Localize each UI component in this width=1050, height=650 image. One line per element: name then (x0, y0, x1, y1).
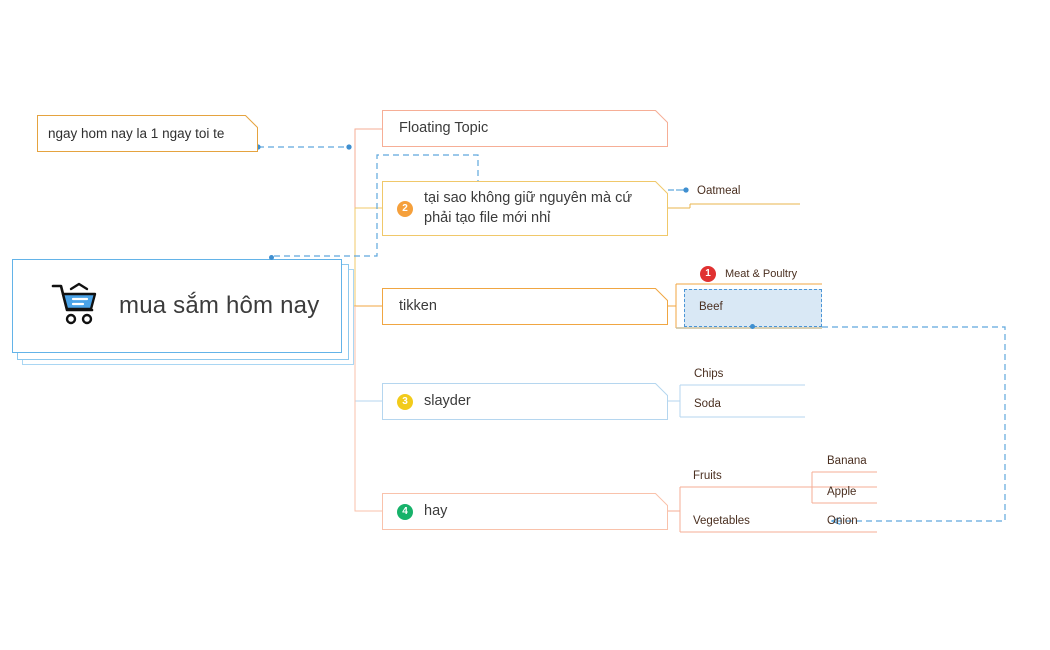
shopping-cart-icon (49, 282, 101, 331)
leaf-label: Beef (699, 301, 723, 314)
leaf-label: Meat & Poultry (725, 267, 798, 280)
leaf-badge-1: 1 (700, 266, 716, 282)
topic-label: tại sao không giữ nguyên mà cứ phải tạo … (424, 189, 633, 226)
page-fold-icon (655, 181, 668, 194)
leaf-label: Banana (827, 455, 867, 467)
topic-label: Floating Topic (399, 119, 489, 136)
leaf-chips[interactable]: Chips (694, 368, 724, 381)
leaf-vegetables[interactable]: Vegetables (693, 515, 750, 528)
root-label: mua sắm hôm nay (119, 292, 320, 319)
page-fold-icon (245, 115, 258, 128)
leaf-label: Fruits (693, 470, 722, 482)
leaf-fruits[interactable]: Fruits (693, 470, 722, 483)
root-node[interactable]: mua sắm hôm nay (12, 259, 342, 353)
leaf-meat-poultry[interactable]: 1 Meat & Poultry (700, 266, 797, 282)
leaf-onion[interactable]: Onion (827, 515, 858, 528)
root-connection-handle[interactable] (269, 255, 274, 260)
topic-badge-2: 2 (397, 200, 413, 217)
leaf-label: Vegetables (693, 515, 750, 527)
topic-label: hay (424, 502, 448, 519)
topic-label: tikken (399, 297, 437, 314)
topic-label: slayder (424, 392, 471, 409)
leaf-beef[interactable]: Beef (684, 289, 822, 327)
page-fold-icon (655, 288, 668, 301)
topic-badge-3: 3 (397, 393, 413, 410)
topic-slayder[interactable]: 3 slayder (382, 383, 668, 420)
floating-note[interactable]: ngay hom nay la 1 ngay toi te (37, 115, 258, 152)
topic-floating-topic[interactable]: Floating Topic (382, 110, 668, 147)
topic-badge-4: 4 (397, 503, 413, 520)
leaf-label: Soda (694, 398, 721, 410)
leaf-apple[interactable]: Apple (827, 486, 857, 499)
topic-tai-sao[interactable]: 2 tại sao không giữ nguyên mà cứ phải tạ… (382, 181, 668, 236)
leaf-label: Apple (827, 486, 857, 498)
beef-connection-handle[interactable] (750, 324, 755, 329)
page-fold-icon (655, 383, 668, 396)
leaf-label: Onion (827, 515, 858, 527)
leaf-oatmeal[interactable]: Oatmeal (697, 185, 741, 198)
topic-hay[interactable]: 4 hay (382, 493, 668, 530)
leaf-banana[interactable]: Banana (827, 455, 867, 468)
floating-note-label: ngay hom nay la 1 ngay toi te (48, 126, 225, 141)
page-fold-icon (655, 493, 668, 506)
page-fold-icon (655, 110, 668, 123)
leaf-label: Oatmeal (697, 185, 741, 197)
topic-tikken[interactable]: tikken (382, 288, 668, 325)
leaf-soda[interactable]: Soda (694, 398, 721, 411)
leaf-label: Chips (694, 368, 724, 380)
